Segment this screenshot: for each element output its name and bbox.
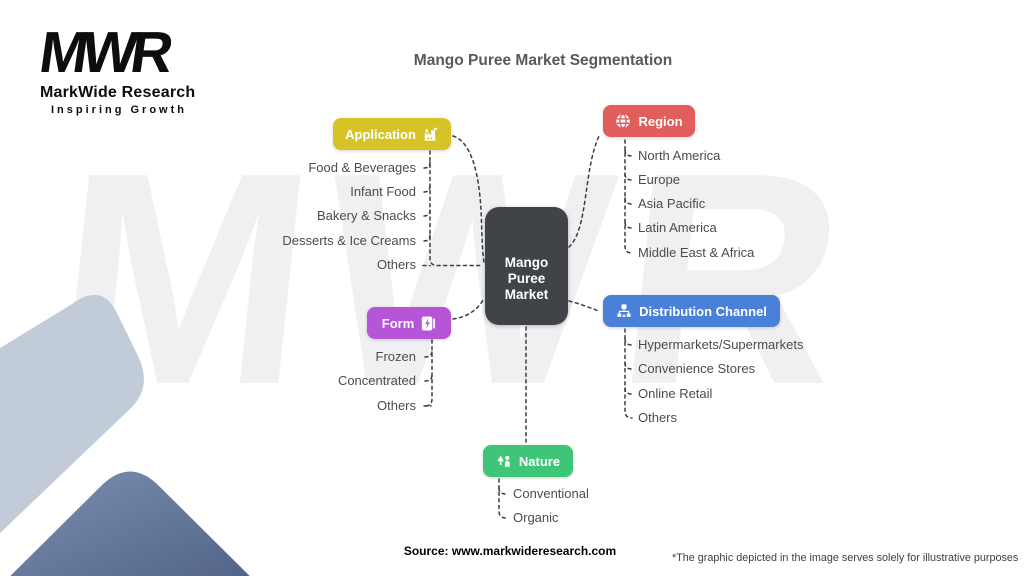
factory-icon bbox=[423, 127, 439, 142]
leaf-item: Frozen bbox=[375, 349, 416, 364]
tick bbox=[423, 185, 431, 193]
leaf-item: Middle East & Africa bbox=[638, 245, 755, 260]
branch-label: Nature bbox=[518, 453, 561, 469]
tick bbox=[423, 161, 431, 169]
logo-tagline: Inspiring Growth bbox=[51, 104, 187, 116]
tick bbox=[624, 149, 633, 157]
connector-form-chip bbox=[452, 299, 484, 320]
disclaimer-text: *The graphic depicted in the image serve… bbox=[672, 552, 1019, 564]
markwide-logo: MWR MarkWide Research Inspiring Growth bbox=[36, 20, 198, 116]
corner-shape-light bbox=[0, 294, 144, 534]
leaf-item: Bakery & Snacks bbox=[317, 208, 416, 223]
sitemap-icon bbox=[616, 303, 632, 319]
source-text: Source: www.markwideresearch.com bbox=[403, 544, 617, 558]
branch-label: Region bbox=[638, 113, 683, 129]
tick bbox=[498, 487, 507, 495]
leaf-item: Infant Food bbox=[350, 184, 416, 199]
central-node-line: Puree bbox=[507, 271, 546, 286]
leaf-item: Europe bbox=[638, 172, 680, 187]
branch-label: Form bbox=[381, 315, 415, 331]
tick bbox=[424, 374, 433, 382]
connector-application-chip bbox=[452, 135, 485, 263]
central-node-line: Mango bbox=[504, 255, 549, 270]
nature-icon bbox=[496, 454, 512, 469]
tick bbox=[424, 350, 433, 358]
logo-mark-text: MWR bbox=[35, 20, 172, 85]
leaf-item: Conventional bbox=[513, 486, 589, 501]
connector-application-trunk bbox=[429, 150, 484, 267]
branch-chip-form: Form bbox=[367, 307, 451, 339]
tick bbox=[624, 173, 633, 181]
leaf-item: Others bbox=[376, 257, 416, 272]
connector-distribution-chip bbox=[568, 300, 600, 312]
connector-nature-trunk bbox=[498, 478, 507, 519]
leaf-item: Desserts & Ice Creams bbox=[282, 233, 416, 248]
tick bbox=[624, 338, 633, 346]
tick bbox=[423, 209, 431, 217]
central-node-line: Market bbox=[504, 287, 549, 302]
leaf-item: Organic bbox=[513, 510, 559, 525]
tick bbox=[624, 221, 633, 229]
leaf-item: Others bbox=[638, 410, 678, 425]
page-title: Mango Puree Market Segmentation bbox=[413, 52, 673, 69]
corner-shape-dark bbox=[10, 471, 250, 576]
branch-chip-application: Application bbox=[333, 118, 451, 150]
branch-chip-region: Region bbox=[603, 105, 695, 137]
connector-distribution-trunk bbox=[624, 328, 633, 419]
tick bbox=[423, 234, 431, 242]
connector-region-chip bbox=[568, 133, 601, 248]
leaf-item: Others bbox=[376, 398, 416, 413]
leaf-item: Food & Beverages bbox=[308, 160, 416, 175]
branch-label: Distribution Channel bbox=[639, 303, 767, 319]
tick bbox=[624, 362, 633, 370]
leaf-item: Asia Pacific bbox=[638, 196, 706, 211]
leaf-item: Hypermarkets/Supermarkets bbox=[638, 337, 804, 352]
leaf-item: Latin America bbox=[638, 220, 717, 235]
tick bbox=[624, 197, 633, 205]
branch-chip-distribution-channel: Distribution Channel bbox=[603, 295, 780, 327]
globe-icon bbox=[615, 113, 631, 129]
leaf-item: North America bbox=[638, 148, 721, 163]
tick bbox=[624, 387, 633, 395]
leaf-item: Convenience Stores bbox=[638, 361, 756, 376]
branch-label: Application bbox=[345, 126, 416, 142]
branch-chip-nature: Nature bbox=[483, 445, 573, 477]
leaf-item: Online Retail bbox=[638, 386, 713, 401]
journal-bolt-icon bbox=[421, 316, 436, 331]
central-node: Mango Puree Market bbox=[485, 207, 568, 325]
logo-company-name: MarkWide Research bbox=[40, 84, 196, 101]
connector-form-trunk bbox=[424, 339, 433, 407]
connector-region-trunk bbox=[624, 139, 633, 254]
leaf-item: Concentrated bbox=[337, 373, 416, 388]
